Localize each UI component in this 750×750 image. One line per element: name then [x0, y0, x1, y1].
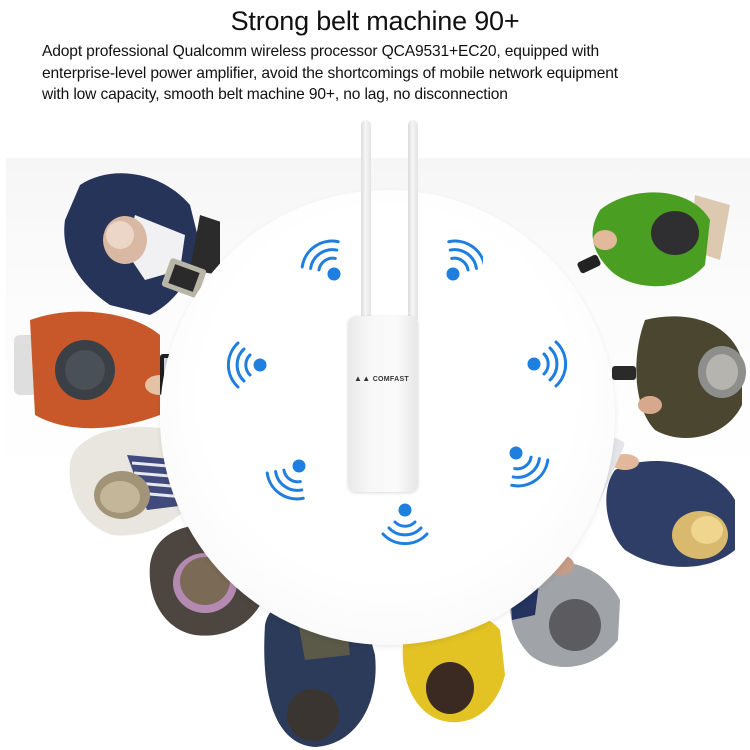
router-device: ▲▲ COMFAST: [348, 316, 418, 492]
wifi-signal-icon: [509, 446, 550, 488]
description-line-1: Adopt professional Qualcomm wireless pro…: [42, 43, 600, 60]
wifi-signal-icon: [226, 341, 267, 389]
wifi-signal-icon: [446, 239, 483, 281]
page-title: Strong belt machine 90+: [230, 6, 520, 36]
person-navy-suit-icon: [64, 173, 220, 324]
description-line-2: enterprise-level power amplifier, avoid …: [42, 64, 618, 82]
brand-logo-icon: ▲▲: [354, 374, 371, 383]
antenna-left: [361, 120, 371, 320]
wifi-signal-icon: [527, 340, 568, 388]
description-line-3: with low capacity, smooth belt machine 9…: [42, 86, 508, 103]
header: Strong belt machine 90+ Adopt profession…: [0, 0, 750, 110]
antenna-right: [408, 120, 418, 320]
person-olive-jacket-icon: [636, 316, 746, 438]
wifi-signal-icon: [300, 239, 341, 281]
phone-icon: [612, 366, 636, 380]
person-green-sweater-icon: [592, 192, 730, 287]
phone-icon: [577, 254, 601, 274]
wifi-signal-icon: [381, 503, 429, 546]
router-brand: ▲▲ COMFAST: [354, 374, 410, 383]
wifi-signal-icon: [265, 459, 306, 501]
description: Adopt professional Qualcomm wireless pro…: [42, 41, 742, 106]
